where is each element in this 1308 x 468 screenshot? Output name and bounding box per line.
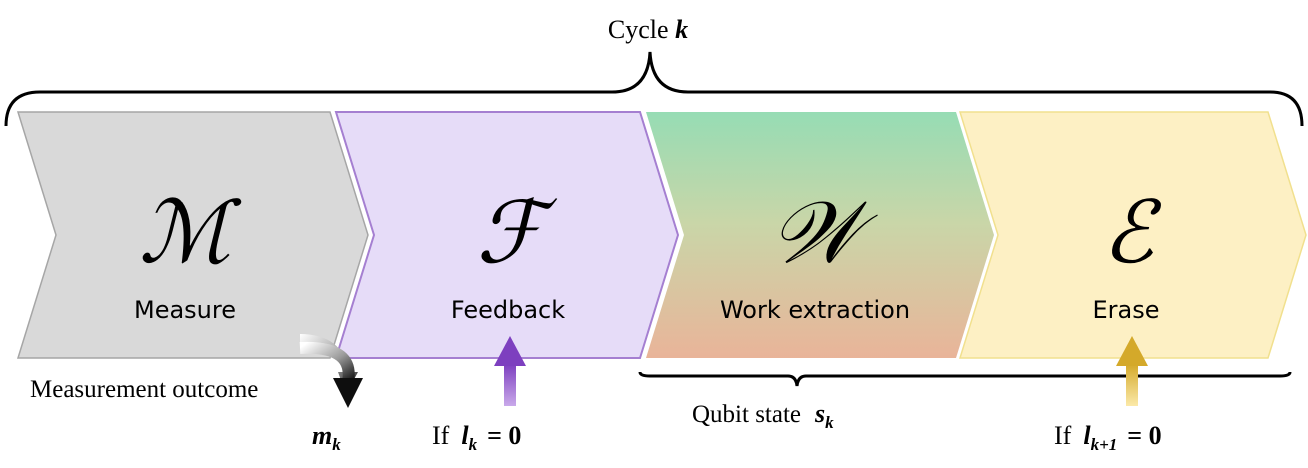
measurement-outcome-label: Measurement outcome	[30, 376, 258, 403]
measure-label: Measure	[134, 296, 236, 324]
qubit-state-brace	[638, 371, 1292, 387]
stage-feedback	[334, 111, 680, 359]
feedback-condition-arrow	[494, 336, 526, 406]
measurement-outcome-arrow	[299, 334, 363, 408]
measure-symbol: ℳ	[139, 183, 242, 283]
stage-measure	[16, 111, 369, 359]
work-extraction-label: Work extraction	[720, 296, 910, 324]
cycle-label: Cycle k	[608, 15, 688, 44]
cycle-index: k	[675, 15, 688, 44]
feedback-symbol: ℱ	[476, 183, 557, 283]
erase-condition-arrow	[1116, 336, 1148, 406]
erase-symbol: ℰ	[1102, 183, 1162, 283]
work-symbol: 𝒲	[770, 183, 878, 283]
measurement-output: mk	[312, 421, 341, 454]
stage-erase	[958, 111, 1307, 359]
feedback-label: Feedback	[451, 296, 565, 324]
stage-work-extraction	[646, 112, 994, 358]
cycle-brace	[4, 51, 1304, 127]
erase-label: Erase	[1092, 296, 1159, 324]
